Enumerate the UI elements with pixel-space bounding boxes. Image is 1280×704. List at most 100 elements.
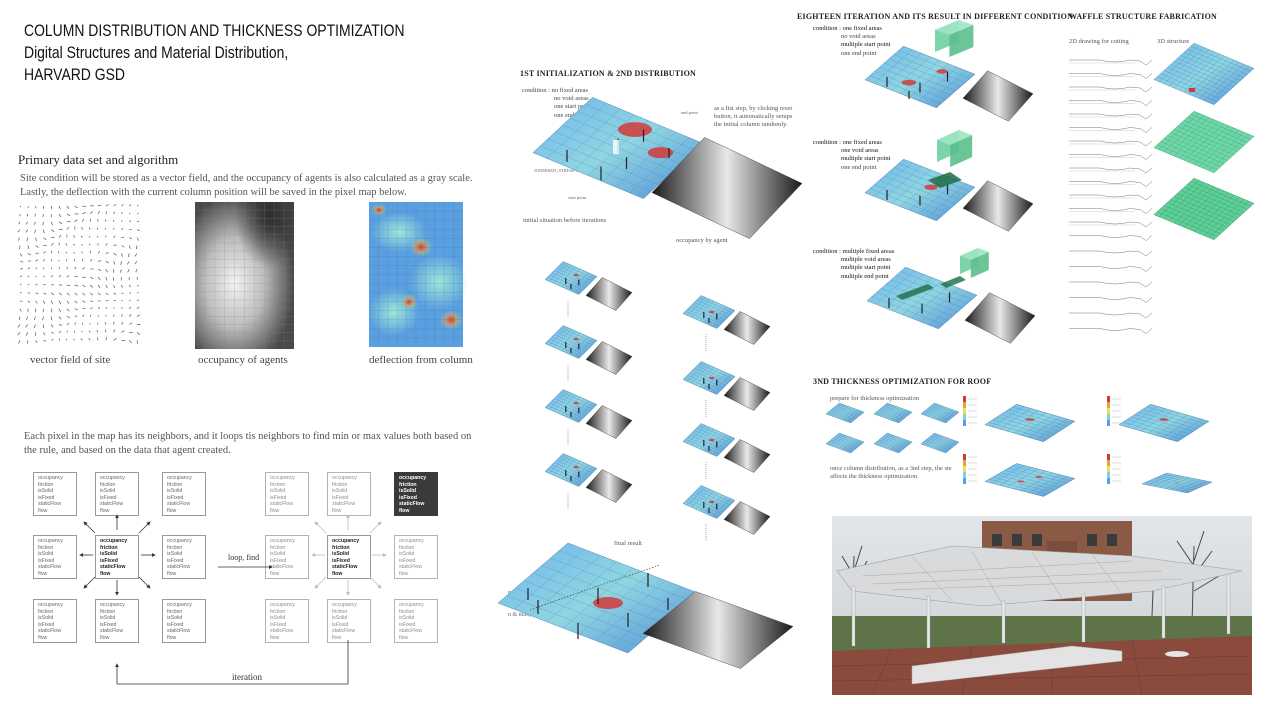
init-condition-line: one start point: [554, 103, 592, 111]
cell-field: staticFlow: [38, 501, 62, 508]
condition-1-line: no void areas: [841, 33, 876, 41]
cell-field: flow: [100, 634, 110, 641]
waffle-structure-label: 3D structure: [1157, 38, 1190, 45]
cell-field: isFixed: [399, 621, 416, 628]
cell-field: friction: [100, 608, 116, 615]
waffle-cut-profile: [1069, 297, 1153, 303]
cell-field: friction: [332, 481, 348, 488]
cell-field: occupancy: [38, 538, 63, 544]
condition-3-line: multiple end point: [841, 272, 889, 280]
cell-field: flow: [38, 634, 48, 641]
init-condition-line: no void areas: [554, 95, 589, 103]
cell-field: isFixed: [38, 621, 55, 628]
iteration-label: iteration: [232, 672, 262, 682]
condition-1-line: multiple start point: [841, 41, 891, 49]
cell-field: friction: [38, 544, 54, 551]
cell-field: isSolid: [38, 488, 54, 495]
cell-field: isSolid: [100, 488, 116, 495]
init-condition: condition : no fixed areas no void areas…: [522, 87, 591, 120]
waffle-cut-profile: [1069, 59, 1153, 66]
cell-field: flow: [332, 570, 343, 577]
condition-1: condition : one fixed areas no void area…: [813, 25, 890, 58]
cell-field: occupancy: [332, 538, 360, 544]
cell-field: isFixed: [399, 557, 416, 564]
condition-1-occupancy: [962, 70, 1034, 122]
start-point-label: start point: [568, 195, 587, 200]
cell-field: flow: [270, 570, 280, 577]
cell-field: flow: [38, 507, 48, 514]
waffle-cut-profile: [1069, 250, 1153, 257]
thickness-mini-plate: [920, 432, 960, 454]
cell-field: staticFlow: [270, 628, 294, 635]
caption-occupancy: occupancy of agents: [198, 354, 288, 366]
iteration-plate: [544, 261, 598, 295]
cell-field: isSolid: [270, 615, 286, 622]
cell-field: occupancy: [399, 475, 427, 481]
cell-field: occupancy: [399, 538, 424, 544]
cell-field: isFixed: [399, 494, 417, 501]
condition-3-line: condition : multiple fixed areas: [813, 248, 895, 255]
cell-field: staticFlow: [270, 501, 294, 508]
occupancy-map: [195, 202, 294, 349]
caption-deflection: deflection from column: [369, 354, 473, 366]
final-label: final result: [614, 540, 642, 547]
cell-field: isFixed: [38, 494, 55, 501]
waffle-cut-profile: [1069, 100, 1153, 106]
cell-field: friction: [399, 481, 417, 488]
primary-heading: Primary data set and algorithm: [18, 152, 179, 167]
waffle-3d-structure: [1153, 177, 1255, 241]
cell-field: staticFlow: [167, 564, 191, 571]
cell-field: occupancy: [332, 475, 357, 481]
waffle-cut-profile: [1069, 140, 1153, 147]
loop-find-label: loop, find: [228, 553, 260, 562]
deflection-map: [368, 202, 469, 347]
cell-field: isFixed: [332, 621, 349, 628]
cell-field: flow: [100, 570, 111, 577]
thickness-plate-thin: [1141, 472, 1213, 494]
condition-3-line: multiple start point: [841, 264, 891, 272]
cell-field: friction: [399, 544, 415, 551]
cell-field: isSolid: [270, 551, 286, 558]
cell-field: friction: [167, 481, 183, 488]
cell-field: flow: [167, 570, 177, 577]
init-heading: 1ST INITIALIZATION & 2ND DISTRIBUTION: [520, 69, 697, 78]
cell-field: staticFlow: [332, 628, 356, 635]
cell-field: staticFlow: [38, 628, 62, 635]
cell-field: occupancy: [167, 602, 192, 608]
cell-field: isFixed: [167, 494, 184, 501]
condition-3-plate: [866, 266, 978, 330]
waffle-3d-structure: [1153, 42, 1255, 106]
thickness-mini-plate: [825, 402, 865, 424]
cell-field: isSolid: [167, 615, 183, 622]
final-field-plate: [497, 542, 699, 654]
primary-text: Site condition will be stored as a vecto…: [20, 173, 473, 198]
cell-field: flow: [399, 634, 409, 641]
cell-field: friction: [100, 481, 116, 488]
occupancy-label: occupancy by agent: [676, 237, 728, 244]
cell-field: isFixed: [332, 494, 349, 501]
iteration-occupancy: [723, 377, 771, 411]
page-subtitle: Digital Structures and Material Distribu…: [24, 43, 289, 62]
waffle-cut-profile: [1069, 167, 1153, 174]
waffle-cut-profile: [1069, 181, 1153, 187]
waffle-cut-profile: [1069, 235, 1153, 241]
cell-field: isSolid: [399, 615, 415, 622]
waffle-cut-profile: [1069, 86, 1153, 93]
thickness-heading: 3ND THICKNESS OPTIMIZATION FOR ROOF: [813, 377, 992, 386]
waffle-cut-profile: [1069, 221, 1153, 228]
cell-field: flow: [332, 507, 342, 514]
cell-field: friction: [38, 608, 54, 615]
cell-field: isFixed: [270, 494, 287, 501]
cell-field: flow: [100, 507, 110, 514]
